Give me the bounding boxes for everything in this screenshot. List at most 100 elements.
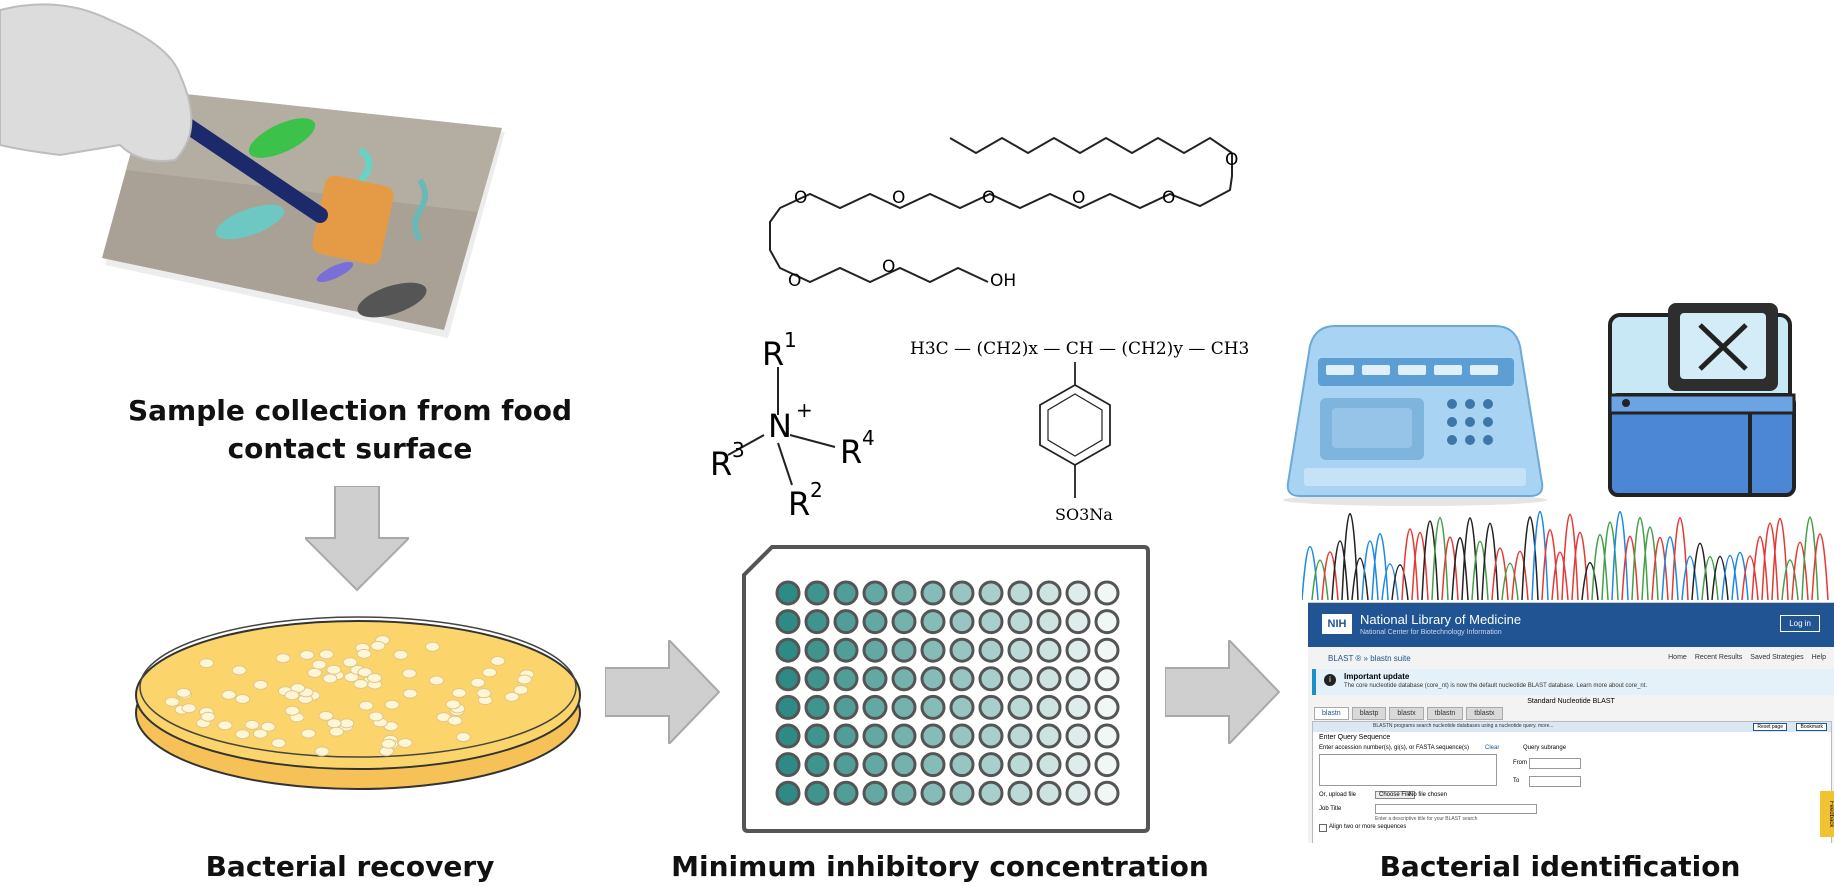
reset-page-button[interactable]: Reset page <box>1753 723 1787 731</box>
well <box>833 609 859 635</box>
well <box>1036 637 1062 663</box>
colony <box>217 720 233 731</box>
well <box>833 637 859 663</box>
sample-caption-line1: Sample collection from food <box>128 394 572 427</box>
colony <box>342 657 358 668</box>
login-button[interactable]: Log in <box>1780 615 1820 632</box>
petri-dish <box>135 616 581 790</box>
chromatogram-peak <box>1341 512 1359 600</box>
job-title-input[interactable] <box>1375 804 1537 814</box>
well <box>862 666 888 692</box>
sequence-textarea[interactable] <box>1319 754 1497 786</box>
r1-label: R <box>762 335 784 373</box>
well <box>1094 723 1120 749</box>
colony <box>252 728 268 739</box>
well <box>804 780 830 806</box>
dna-icon <box>1698 323 1748 371</box>
chromatogram-peak <box>1661 536 1679 600</box>
tab-blastp[interactable]: blastp <box>1351 707 1387 720</box>
colony <box>370 640 386 651</box>
clear-link[interactable]: Clear <box>1485 745 1500 751</box>
well <box>978 637 1004 663</box>
colony <box>319 649 335 660</box>
svg-text:4: 4 <box>862 426 875 450</box>
to-label: To <box>1513 778 1520 784</box>
well <box>978 580 1004 606</box>
link-recent-results[interactable]: Recent Results <box>1694 654 1743 661</box>
colony <box>517 674 533 685</box>
colony <box>318 710 334 721</box>
nlm-title: National Library of Medicine <box>1360 612 1522 627</box>
colony <box>356 648 372 659</box>
r2-label: R <box>788 485 810 523</box>
oxygen-label: O <box>1072 188 1085 208</box>
well <box>978 666 1004 692</box>
sample-caption-line2: contact surface <box>227 432 473 465</box>
tab-blastn[interactable]: blastn <box>1314 707 1349 720</box>
well <box>1065 609 1091 635</box>
colony <box>367 673 383 684</box>
chromatogram-peak <box>1401 528 1419 600</box>
well <box>1036 666 1062 692</box>
r3-label: R <box>710 445 732 483</box>
colony <box>329 726 345 737</box>
oxygen-label: O <box>788 271 801 291</box>
chromatogram-peak <box>1791 541 1809 600</box>
chromatogram-peak <box>1751 535 1769 600</box>
well <box>775 580 801 606</box>
well <box>1007 723 1033 749</box>
well <box>775 666 801 692</box>
feedback-tab[interactable]: Feedback <box>1820 791 1834 837</box>
align-checkbox[interactable] <box>1319 824 1327 832</box>
chromatogram-peak <box>1471 540 1489 600</box>
colony <box>307 667 323 678</box>
well <box>949 752 975 778</box>
colony <box>401 668 417 679</box>
from-input[interactable] <box>1529 758 1581 769</box>
colony <box>482 667 498 678</box>
tab-tblastx[interactable]: tblastx <box>1466 707 1503 720</box>
well <box>1065 694 1091 720</box>
chromatogram-peak <box>1731 551 1749 600</box>
bookmark-button[interactable]: Bookmark <box>1796 723 1827 731</box>
chromatogram-peak <box>1501 562 1519 600</box>
oxygen-label: O <box>1162 188 1175 208</box>
well <box>1007 694 1033 720</box>
tab-blastx[interactable]: blastx <box>1389 707 1424 720</box>
well <box>804 723 830 749</box>
well <box>891 666 917 692</box>
well <box>1094 666 1120 692</box>
ethoxylate-structure: O O O O O O O O OH <box>769 136 1238 291</box>
choose-file-button[interactable]: Choose File <box>1375 791 1416 799</box>
quaternary-ammonium-structure: N + R 1 R 3 R 4 R 2 <box>710 328 875 523</box>
tab-tblastn[interactable]: tblastn <box>1426 707 1464 720</box>
to-input[interactable] <box>1529 776 1581 787</box>
well <box>891 694 917 720</box>
link-saved-strategies[interactable]: Saved Strategies <box>1750 654 1804 661</box>
well <box>1007 752 1033 778</box>
chromatogram-peak <box>1421 520 1439 600</box>
svg-text:2: 2 <box>810 478 823 502</box>
well <box>862 580 888 606</box>
identification-caption: Bacterial identification <box>1379 850 1741 883</box>
well <box>1094 609 1120 635</box>
colony <box>384 699 400 710</box>
chromatogram-peak <box>1371 533 1389 600</box>
thermocycler-illustration <box>1283 325 1547 506</box>
colony <box>311 659 327 670</box>
align-label: Align two or more sequences <box>1329 824 1407 830</box>
link-help[interactable]: Help <box>1811 654 1826 661</box>
chromatogram-peak <box>1302 546 1319 600</box>
well <box>833 666 859 692</box>
link-home[interactable]: Home <box>1668 654 1687 661</box>
breadcrumb[interactable]: BLAST ® » blastn suite <box>1328 654 1411 663</box>
notice-banner: i Important update The core nucleotide d… <box>1312 669 1834 695</box>
no-file-label: No file chosen <box>1409 792 1448 798</box>
well <box>1065 780 1091 806</box>
hydroxyl-label: OH <box>990 271 1016 291</box>
grey-bacterium <box>357 282 427 318</box>
well <box>775 752 801 778</box>
sulfonate-structure: H3C — (CH2)x — CH — (CH2)y — CH3 SO3Na <box>910 339 1249 524</box>
chromatogram-peak <box>1461 517 1479 600</box>
mic-caption: Minimum inhibitory concentration <box>671 850 1209 883</box>
